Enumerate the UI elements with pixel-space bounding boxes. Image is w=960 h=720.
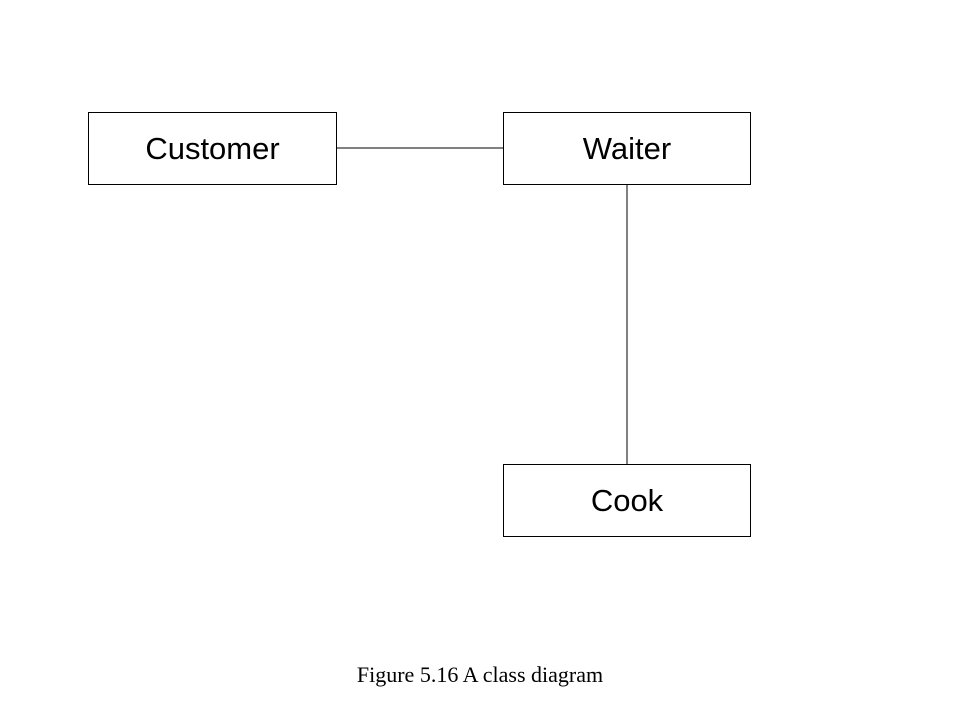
class-cook-label: Cook (590, 482, 664, 518)
class-cook: Cook (503, 464, 751, 537)
class-customer-label: Customer (145, 130, 280, 166)
figure-caption: Figure 5.16 A class diagram (356, 662, 604, 687)
class-waiter-label: Waiter (582, 130, 672, 166)
class-waiter: Waiter (503, 112, 751, 185)
class-customer: Customer (88, 112, 337, 185)
